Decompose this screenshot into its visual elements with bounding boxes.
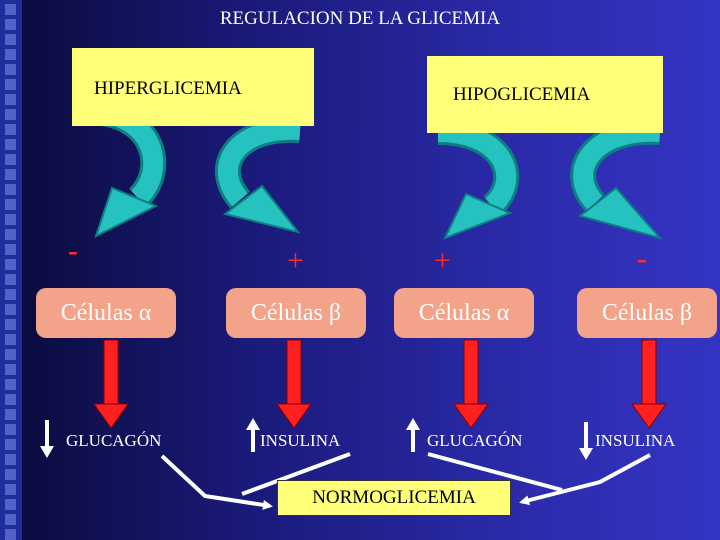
- strip-square: [5, 394, 16, 405]
- strip-square: [5, 454, 16, 465]
- hypoglycemia-label: HIPOGLICEMIA: [453, 84, 591, 105]
- left-decorative-strip: [0, 0, 22, 540]
- white-arrow-up-3: [406, 418, 420, 452]
- strip-square: [5, 199, 16, 210]
- strip-square: [5, 4, 16, 15]
- strip-square: [5, 379, 16, 390]
- cell-box-alpha-1: Células α: [36, 288, 176, 338]
- strip-square: [5, 184, 16, 195]
- strip-square: [5, 409, 16, 420]
- cell-box-beta-2: Células β: [577, 288, 717, 338]
- strip-square: [5, 274, 16, 285]
- strip-square: [5, 109, 16, 120]
- hypoglycemia-box: HIPOGLICEMIA: [427, 56, 663, 133]
- strip-square: [5, 349, 16, 360]
- sign-beta-2: -: [637, 242, 647, 275]
- curved-arrow-hypo-beta: [570, 118, 663, 240]
- white-arrow-down-4: [579, 422, 593, 460]
- strip-square: [5, 259, 16, 270]
- curved-arrow-hyper-beta: [215, 116, 301, 234]
- strip-square: [5, 214, 16, 225]
- white-arrow-up-2: [246, 418, 260, 452]
- strip-square: [5, 154, 16, 165]
- sign-alpha-2: +: [434, 244, 451, 277]
- page-title: REGULACION DE LA GLICEMIA: [219, 8, 501, 29]
- hormone-label-4: INSULINA: [595, 431, 676, 450]
- strip-square: [5, 244, 16, 255]
- strip-square: [5, 319, 16, 330]
- strip-square: [5, 514, 16, 525]
- strip-square: [5, 439, 16, 450]
- strip-square: [5, 289, 16, 300]
- strip-square: [5, 34, 16, 45]
- cell-box-beta-1: Células β: [226, 288, 366, 338]
- strip-square: [5, 484, 16, 495]
- strip-square: [5, 469, 16, 480]
- strip-square: [5, 64, 16, 75]
- hyperglycemia-label: HIPERGLICEMIA: [94, 78, 242, 99]
- sign-beta-1: +: [287, 244, 304, 277]
- strip-square: [5, 529, 16, 540]
- strip-square: [5, 169, 16, 180]
- normoglycemia-box: NORMOGLICEMIA: [277, 480, 511, 516]
- curved-arrow-hypo-alpha: [437, 119, 520, 240]
- strip-square: [5, 139, 16, 150]
- sign-alpha-1: -: [68, 234, 78, 267]
- red-arrow-alpha-1: [93, 339, 129, 429]
- strip-square: [5, 79, 16, 90]
- hormone-label-1: GLUCAGÓN: [66, 431, 162, 450]
- strip-square: [5, 49, 16, 60]
- cell-box-alpha-2: Células α: [394, 288, 534, 338]
- red-arrow-beta-1: [276, 339, 312, 429]
- strip-square: [5, 424, 16, 435]
- hormone-label-3: GLUCAGÓN: [427, 431, 523, 450]
- strip-square: [5, 499, 16, 510]
- red-arrow-alpha-2: [453, 339, 489, 429]
- strip-square: [5, 124, 16, 135]
- curved-arrow-hyper-alpha: [87, 99, 167, 238]
- strip-square: [5, 229, 16, 240]
- white-arrow-down-1: [40, 420, 54, 458]
- strip-square: [5, 94, 16, 105]
- strip-square: [5, 19, 16, 30]
- hyperglycemia-box: HIPERGLICEMIA: [72, 48, 314, 126]
- red-arrow-beta-2: [631, 339, 667, 429]
- hormone-label-2: INSULINA: [260, 431, 341, 450]
- converge-arrows: [160, 452, 651, 510]
- strip-square: [5, 334, 16, 345]
- strip-square: [5, 364, 16, 375]
- strip-square: [5, 304, 16, 315]
